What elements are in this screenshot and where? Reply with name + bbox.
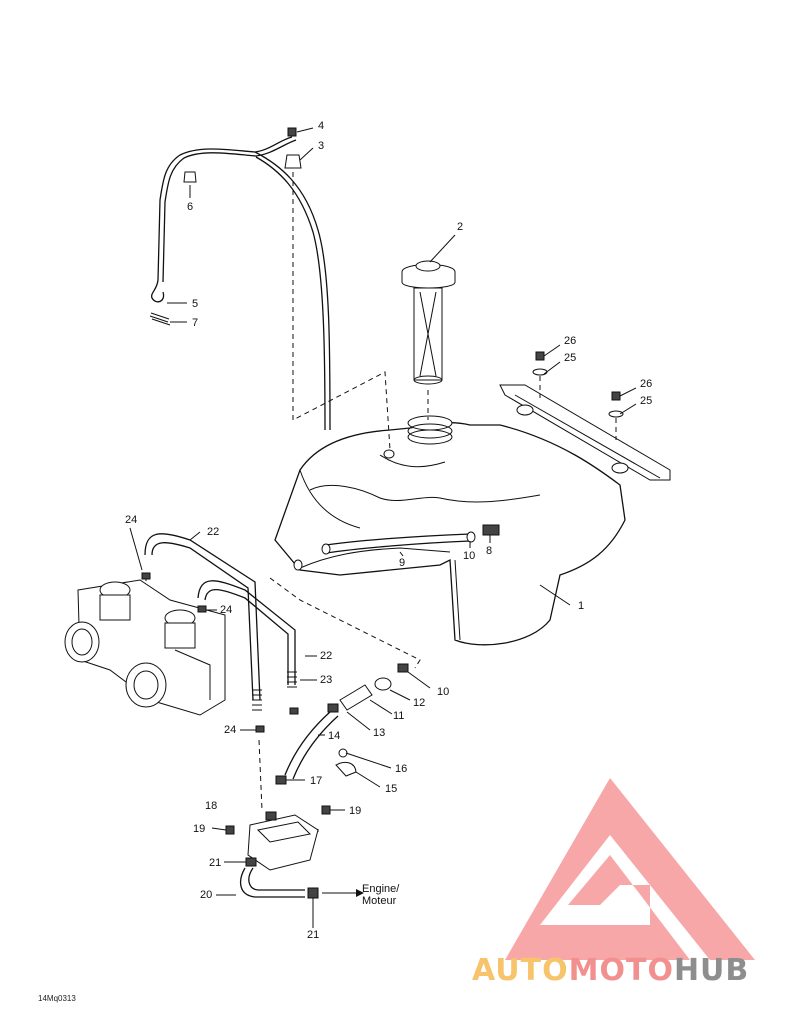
callout-21-outlet: 21 (307, 929, 320, 941)
engine-label: Engine/ Moteur (362, 883, 399, 907)
callout-2: 2 (457, 221, 464, 233)
callout-4: 4 (318, 120, 325, 132)
callout-21-pump: 21 (209, 857, 222, 869)
fuel-pump (225, 805, 331, 871)
vent-tube (149, 127, 331, 431)
callout-9: 9 (399, 557, 406, 569)
mounting-bracket (499, 351, 671, 481)
carburetors (64, 579, 226, 716)
callout-25-upper: 25 (564, 352, 577, 364)
fuel-cap-gauge (401, 260, 456, 385)
callout-20: 20 (200, 889, 213, 901)
callout-11: 11 (393, 710, 405, 722)
callout-24-bottom: 24 (224, 724, 237, 736)
leader-lines (129, 127, 637, 928)
watermark-logo (505, 778, 755, 960)
engine-label-line2: Moteur (362, 895, 397, 907)
callout-16: 16 (395, 763, 408, 775)
fuel-tank (274, 415, 626, 646)
callout-3: 3 (318, 140, 325, 152)
assembly-lines (145, 172, 429, 832)
callout-26-upper: 26 (564, 335, 577, 347)
callout-24-top: 24 (125, 514, 138, 526)
outlet-hose (239, 867, 364, 899)
callout-24-mid: 24 (220, 604, 233, 616)
callout-22-mid: 22 (320, 650, 333, 662)
callout-7: 7 (192, 317, 199, 329)
engine-label-line1: Engine/ (362, 883, 400, 895)
watermark-moto: MOTO (568, 953, 674, 988)
drawing-code: 14Mq0313 (38, 994, 76, 1003)
internal-hose (321, 524, 500, 555)
callout-1: 1 (578, 600, 585, 612)
callout-19-right: 19 (349, 805, 362, 817)
callout-25-lower: 25 (640, 395, 653, 407)
callout-18: 18 (205, 800, 218, 812)
watermark-text: AUTOMOTOHUB (472, 954, 749, 988)
watermark-auto: AUTO (472, 953, 569, 988)
callout-17: 17 (310, 775, 323, 787)
callout-22-top: 22 (207, 526, 220, 538)
callout-13: 13 (373, 727, 386, 739)
callout-12: 12 (413, 697, 426, 709)
callout-14: 14 (328, 730, 341, 742)
callout-23: 23 (320, 674, 333, 686)
callout-19-left: 19 (193, 823, 206, 835)
callout-10-tank: 10 (463, 550, 476, 562)
watermark-hub: HUB (673, 953, 750, 988)
callout-6: 6 (187, 201, 194, 213)
carb-hoses (141, 533, 299, 733)
callout-10-line: 10 (437, 686, 450, 698)
callout-15: 15 (385, 783, 398, 795)
callout-5: 5 (192, 298, 199, 310)
callout-26-lower: 26 (640, 378, 653, 390)
callout-8: 8 (486, 545, 493, 557)
